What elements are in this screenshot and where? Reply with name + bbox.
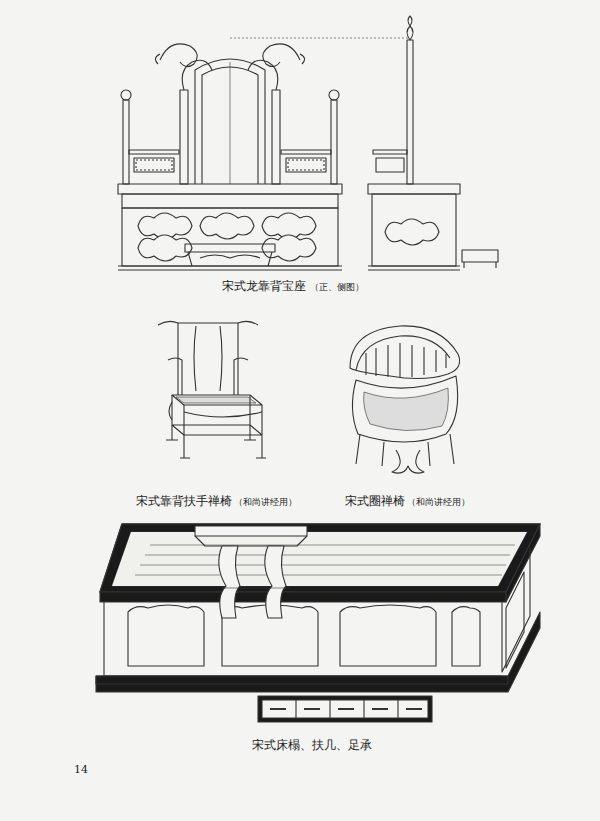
caption-title: 宋式靠背扶手禅椅 bbox=[136, 494, 232, 508]
caption-title: 宋式床榻、扶几、足承 bbox=[252, 738, 372, 752]
caption-title: 宋式龙靠背宝座 bbox=[222, 279, 306, 293]
caption-note: （和尚讲经用） bbox=[234, 497, 297, 508]
caption-note: （和尚讲经用） bbox=[407, 497, 470, 508]
caption-title: 宋式圈禅椅 bbox=[345, 494, 405, 508]
caption-note: （正、侧图） bbox=[310, 282, 364, 293]
page-number: 14 bbox=[74, 763, 88, 776]
